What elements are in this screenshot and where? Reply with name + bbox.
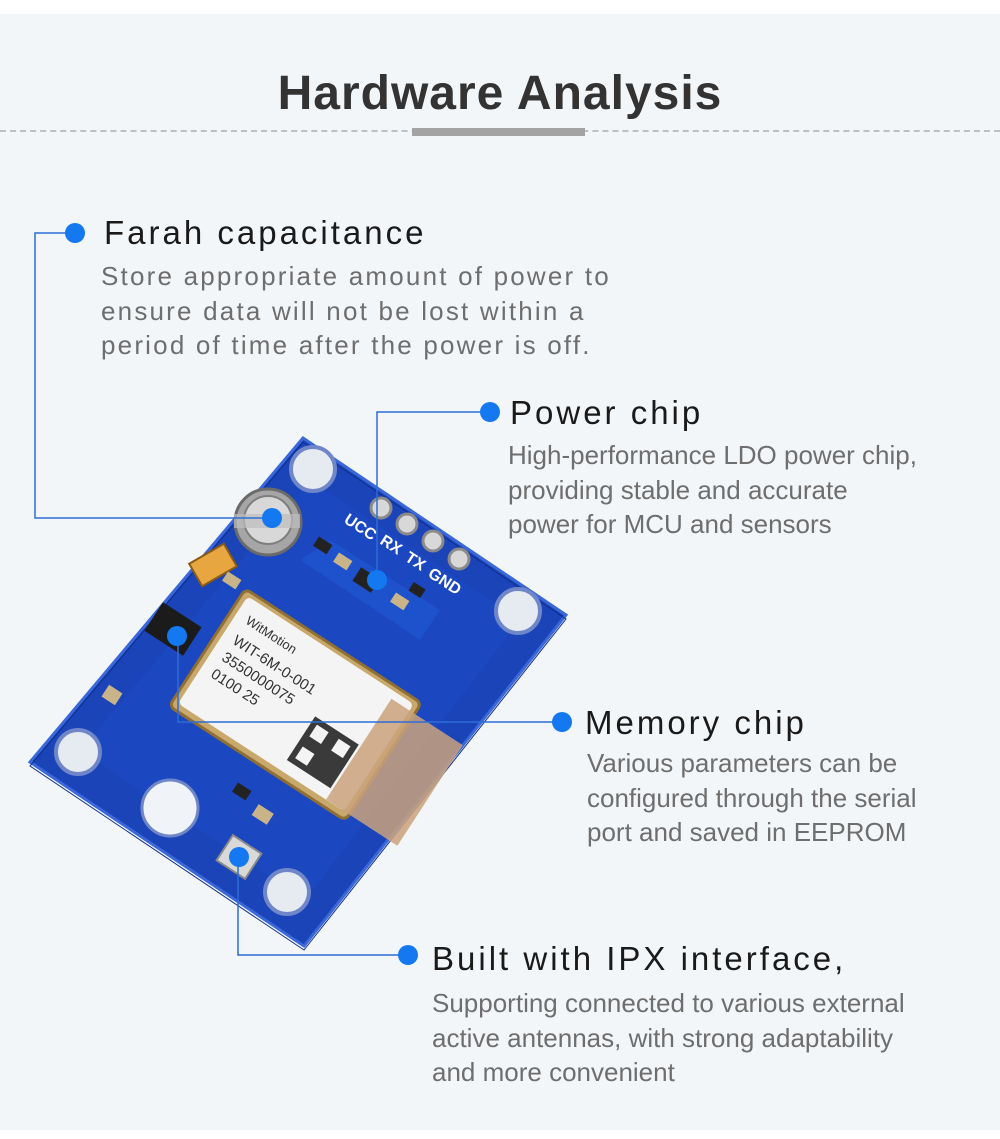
feature-desc-line: active antennas, with strong adaptabilit… xyxy=(432,1022,894,1053)
leader-lines xyxy=(34,232,562,956)
header-pins xyxy=(369,496,471,571)
feature-desc-line: power for MCU and sensors xyxy=(508,509,832,539)
leader-line-power xyxy=(376,411,490,580)
feature-desc-memory: Various parameters can be configured thr… xyxy=(587,746,917,850)
antenna-area xyxy=(326,698,463,846)
feature-heading-farah: Farah capacitance xyxy=(104,214,427,251)
feature-desc-line: ensure data will not be lost within a xyxy=(101,295,586,326)
feature-heading-power: Power chip xyxy=(510,394,704,431)
tantalum-capacitor xyxy=(187,542,239,588)
leader-line-farah xyxy=(34,232,268,519)
leader-line-memory xyxy=(177,636,562,723)
feature-desc-line: and more convenient xyxy=(432,1057,675,1087)
callout-dot-power xyxy=(480,402,500,422)
callout-dot-memory xyxy=(552,712,572,732)
feature-desc-farah: Store appropriate amount of power to ens… xyxy=(101,259,611,363)
feature-desc-power: High-performance LDO power chip, providi… xyxy=(508,438,917,542)
feature-desc-line: Store appropriate amount of power to xyxy=(101,261,611,291)
callout-dot-ipx xyxy=(398,945,418,965)
page-title: Hardware Analysis xyxy=(277,67,723,120)
feature-desc-line: High-performance LDO power chip, xyxy=(508,440,917,470)
feature-desc-line: Various parameters can be xyxy=(587,748,898,778)
mounting-holes xyxy=(54,445,542,916)
callout-dot-farah xyxy=(65,223,85,243)
feature-desc-line: port and saved in EEPROM xyxy=(587,817,907,847)
feature-heading-ipx: Built with IPX interface, xyxy=(432,940,847,977)
leader-line-ipx xyxy=(237,858,408,956)
feature-desc-line: period of time after the power is off. xyxy=(101,330,592,360)
feature-desc-ipx: Supporting connected to various external… xyxy=(432,986,905,1090)
feature-desc-line: configured through the serial xyxy=(587,782,917,813)
feature-desc-line: Supporting connected to various external xyxy=(432,988,905,1018)
board-markers xyxy=(167,508,387,867)
feature-heading-memory: Memory chip xyxy=(585,704,807,741)
title-underline-bar xyxy=(412,128,585,136)
feature-desc-line: providing stable and accurate xyxy=(508,474,848,505)
qr-code xyxy=(286,716,359,789)
